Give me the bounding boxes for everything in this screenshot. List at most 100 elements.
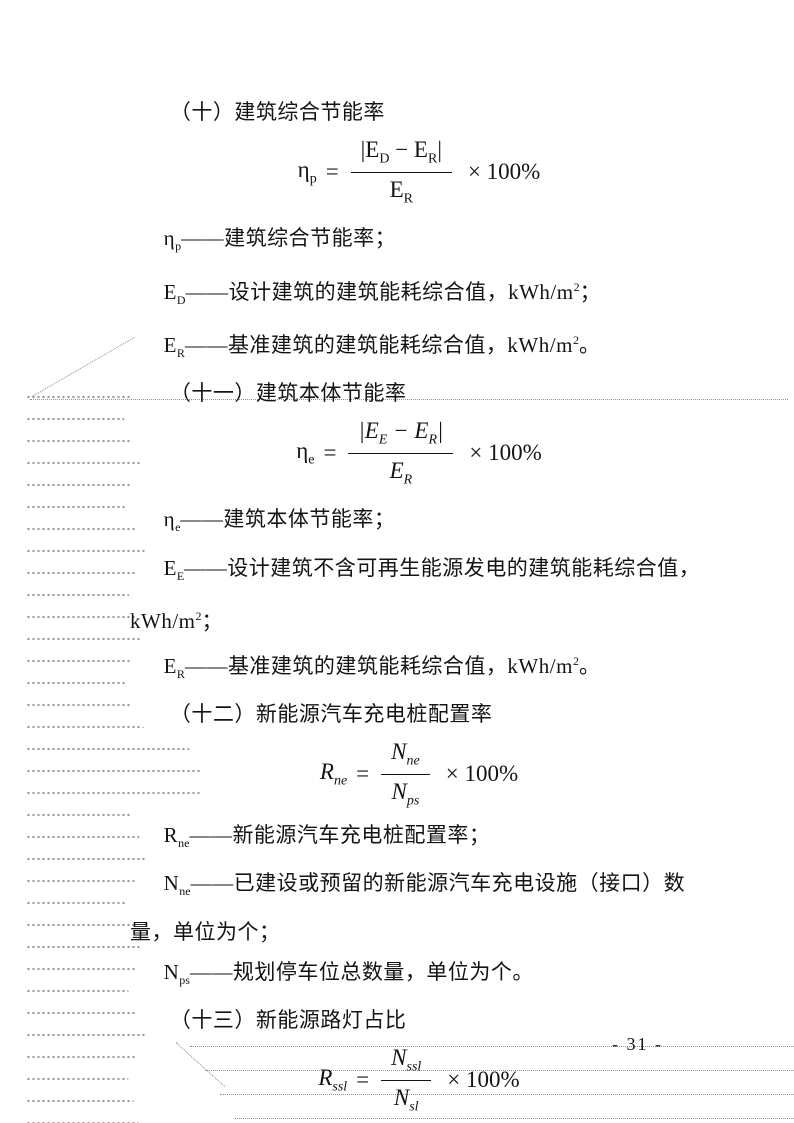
fraction: |EE − ER| ER [348,417,454,489]
definition-text: ——新能源汽车充电桩配置率； [189,823,491,848]
unit-superscript: 2 [572,653,579,668]
definition-text: ——已建设或预留的新能源汽车充电设施（接口）数量，单位为个； [130,871,686,944]
symbol-base: E [163,332,177,357]
symbol-subscript: p [175,239,182,254]
section-10-heading: （十）建筑综合节能率 [169,100,385,124]
symbol-base: η [163,226,176,251]
formula-symbol: R [319,758,334,784]
definition-text: ——建筑综合节能率； [181,226,397,251]
fraction-denominator: ER [390,454,413,489]
term-symbol: ED [164,280,186,307]
symbol-base: E [163,653,177,678]
fraction-denominator: Nsl [394,1081,419,1116]
term-symbol: Rne [164,823,190,851]
symbol-subscript: e [175,520,181,535]
symbol-subscript: E [176,568,185,583]
denominator-subscript: sl [409,1099,419,1115]
equals-sign: = [356,760,370,786]
definition-line: ED——设计建筑的建筑能耗综合值，kWh/m2； [130,267,708,320]
formula-lhs: ηp [298,157,317,188]
definition-punctuation: ； [201,608,223,633]
formula-new-energy-streetlight-ratio: Rssl = Nssl Nsl × 100% [130,1045,708,1115]
symbol-base: η [163,507,176,532]
symbol-subscript: R [176,345,185,360]
denominator-text: E [389,457,404,483]
denominator-subscript: R [403,191,413,207]
dotted-line [190,1046,794,1047]
equals-sign: = [325,158,339,184]
fraction-denominator: Nps [392,775,420,810]
numerator-text: | [437,417,444,443]
definition-text: ——规划停车位总数量，单位为个。 [189,959,534,984]
formula-tail: × 100% [467,158,541,184]
numerator-text: N [391,1044,407,1070]
term-symbol: Nne [163,871,191,898]
numerator-subscript: ssl [406,1059,422,1075]
definition-line: Nps——规划停车位总数量，单位为个。 [130,952,708,1000]
numerator-text: | [437,137,442,162]
denominator-subscript: R [403,472,413,488]
definition-punctuation: 。 [578,332,601,357]
numerator-text: |E [358,417,379,443]
fraction: |ED − ER| ER [350,137,452,207]
symbol-subscript: D [176,292,186,307]
numerator-text: |E [360,137,380,162]
definition-line: ηp——建筑综合节能率； [130,213,708,266]
fraction-numerator: Nne [381,739,430,775]
equals-sign: = [356,1066,370,1092]
numerator-subscript: ne [406,753,420,769]
definition-text: ——基准建筑的建筑能耗综合值，kWh/m [184,653,573,678]
formula-symbol: η [296,437,309,463]
fraction-numerator: Nssl [381,1044,432,1081]
symbol-subscript: ne [178,836,190,851]
definition-line: Nne——已建设或预留的新能源汽车充电设施（接口）数量，单位为个； [130,863,708,951]
fraction: Nssl Nsl [381,1044,432,1116]
formula-lhs: Rssl [318,1065,347,1096]
definition-line: ηe——建筑本体节能率； [130,494,708,547]
formula-tail: × 100% [445,760,519,786]
section-13-heading: （十三）新能源路灯占比 [169,1007,407,1032]
term-symbol: ER [163,332,185,360]
unit-superscript: 2 [195,608,202,623]
section-12-heading: （十二）新能源汽车充电桩配置率 [169,701,493,726]
numerator-subscript: R [427,151,438,167]
definition-punctuation: ； [579,279,602,304]
symbol-subscript: ps [179,972,190,987]
definition-punctuation: 。 [578,653,601,678]
denominator-subscript: ps [406,793,420,809]
unit-superscript: 2 [572,332,579,347]
formula-symbol: R [318,1064,333,1090]
formula-tail: × 100% [469,439,542,465]
definition-text: ——基准建筑的建筑能耗综合值，kWh/m [184,332,573,357]
numerator-text: − E [387,417,429,443]
fraction-numerator: |EE − ER| [348,417,454,454]
formula-subscript: ne [333,773,348,789]
formula-lhs: Rne [320,759,347,790]
definition-line: ER——基准建筑的建筑能耗综合值，kWh/m2。 [130,320,708,373]
term-symbol: ηe [163,507,181,534]
equals-sign: = [323,439,337,465]
symbol-base: N [163,871,180,896]
symbol-base: E [163,555,177,580]
formula-comprehensive-energy-saving: ηp = |ED − ER| ER × 100% [130,137,708,207]
denominator-text: E [389,176,404,202]
term-symbol: EE [163,555,185,583]
symbol-subscript: ne [179,884,191,899]
formula-tail: × 100% [447,1066,520,1092]
definition-text: ——建筑本体节能率； [180,507,396,532]
definition-text: ——设计建筑的建筑能耗综合值，kWh/m [185,279,574,304]
dotted-line [235,1118,794,1119]
denominator-text: N [391,778,407,804]
fraction-numerator: |ED − ER| [350,137,452,173]
symbol-subscript: R [176,666,185,681]
formula-subscript: ssl [332,1079,348,1095]
page-number: - 31 - [612,1034,663,1054]
section-11-heading: （十一）建筑本体节能率 [169,380,407,405]
numerator-text: − E [389,137,428,162]
numerator-text: N [391,738,407,764]
term-symbol: ER [163,653,185,681]
formula-ev-charging-pile-rate: Rne = Nne Nps × 100% [130,739,708,809]
formula-subscript: e [308,452,315,468]
